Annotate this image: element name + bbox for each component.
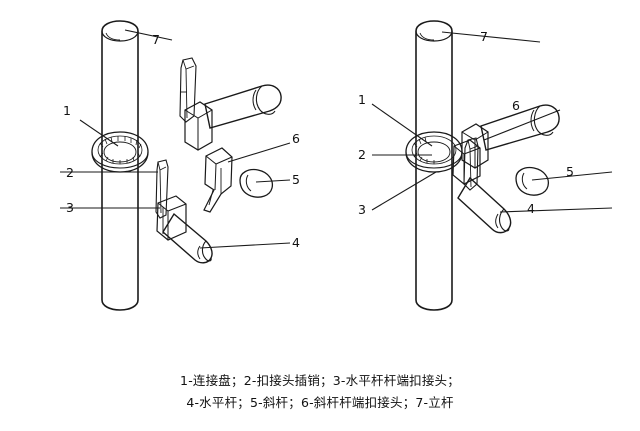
right-vertical-post <box>415 20 453 311</box>
right-label-3: 3 <box>358 202 366 217</box>
left-connection-disc <box>91 131 149 173</box>
left-horizontal-rod <box>162 212 213 264</box>
left-label-4: 4 <box>292 235 300 250</box>
right-assembled-view: 1 2 3 4 5 6 7 <box>358 20 613 311</box>
right-label-6: 6 <box>512 98 520 113</box>
right-label-5: 5 <box>566 164 574 179</box>
left-diagonal-rod-stub <box>239 168 274 198</box>
left-label-1: 1 <box>63 103 71 118</box>
right-horizontal-rod <box>457 176 512 234</box>
right-label-4: 4 <box>527 201 535 216</box>
right-label-2: 2 <box>358 147 366 162</box>
right-leader-lines <box>371 31 613 213</box>
right-diagonal-rod-stub <box>515 166 550 196</box>
right-label-1: 1 <box>358 92 366 107</box>
left-diagonal-rod-upper <box>184 84 282 151</box>
left-leader-lines <box>60 29 291 249</box>
left-label-7: 7 <box>152 32 160 47</box>
left-label-3: 3 <box>66 200 74 215</box>
left-wedge-pin-diagonal <box>179 57 197 123</box>
left-exploded-view: 1 2 3 4 5 6 7 <box>60 20 300 311</box>
left-label-5: 5 <box>292 172 300 187</box>
left-vertical-post <box>101 20 139 311</box>
left-diagonal-rod-connector <box>203 147 233 213</box>
caption-line-2: 4-水平杆；5-斜杆；6-斜杆杆端扣接头；7-立杆 <box>186 395 454 410</box>
left-label-6: 6 <box>292 131 300 146</box>
left-horizontal-rod-connector <box>156 195 187 241</box>
left-label-2: 2 <box>66 165 74 180</box>
caption-line-1: 1-连接盘；2-扣接头插销；3-水平杆杆端扣接头； <box>180 373 460 388</box>
right-label-7: 7 <box>480 29 488 44</box>
right-diagonal-rod-upper <box>461 104 560 169</box>
